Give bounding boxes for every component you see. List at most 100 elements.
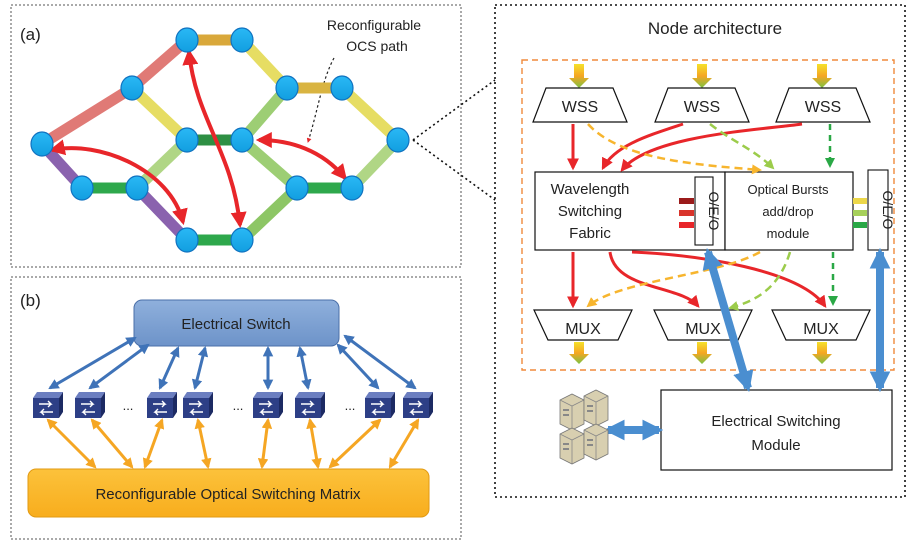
arrow	[601, 122, 684, 171]
link	[126, 82, 193, 146]
network-links	[36, 34, 404, 246]
node	[330, 75, 354, 101]
obm-box	[724, 171, 854, 251]
electrical-switch-label: Electrical Switch	[181, 316, 290, 333]
output-arrow	[692, 342, 712, 364]
network-nodes	[30, 27, 410, 253]
panel-b: (b) Electrical Switch Reconfigurable Opt…	[10, 276, 462, 540]
server-icon	[583, 389, 609, 427]
switch-icon	[147, 392, 177, 418]
downlink-arrow	[90, 418, 134, 469]
wsf-port	[679, 198, 694, 204]
mux-1-label: MUX	[565, 321, 601, 338]
esm-links	[603, 247, 891, 441]
annotation-line2: OCS path	[346, 38, 407, 54]
esm-line2: Module	[751, 437, 800, 454]
panel-a-border	[10, 4, 462, 268]
esm-box	[660, 389, 893, 471]
output-arrow	[812, 342, 832, 364]
input-arrow	[692, 64, 712, 88]
node	[120, 75, 144, 101]
uplink-arrow	[343, 334, 417, 390]
downlink-arrow	[46, 418, 97, 469]
zoom-connector	[412, 79, 496, 201]
obm-line1: Optical Bursts	[748, 182, 829, 197]
node	[230, 127, 254, 153]
node	[275, 75, 299, 101]
arrow	[608, 251, 700, 308]
uplink-arrow	[296, 345, 312, 391]
output-arrows	[569, 342, 832, 364]
switch-uplinks	[48, 334, 417, 391]
wss-2-label: WSS	[684, 99, 720, 116]
panel-a-label: (a)	[20, 25, 41, 44]
wss-2	[654, 87, 750, 123]
switch-icon	[295, 392, 325, 418]
node	[125, 175, 149, 201]
server-icon	[559, 427, 585, 465]
oeo-wsf-label: O/E/O	[706, 192, 722, 231]
ocs-path	[255, 132, 348, 181]
tor-switches	[33, 392, 433, 418]
switch-icon	[183, 392, 213, 418]
ellipsis-1: ...	[123, 398, 134, 413]
zoom-line-top	[412, 79, 496, 141]
switch-icon	[365, 392, 395, 418]
electrical-switch-box	[133, 299, 340, 347]
esm-wsf-link	[702, 248, 754, 392]
server-cluster	[559, 389, 609, 465]
node-boundary	[521, 59, 895, 371]
mux-1	[533, 309, 633, 341]
wss-to-wsf-arrows	[567, 122, 803, 172]
wss-1	[532, 87, 628, 123]
downlink-arrow	[194, 417, 212, 470]
esm-line1: Electrical Switching	[711, 413, 840, 430]
switch-icon	[33, 392, 63, 418]
downlink-arrow	[142, 418, 165, 469]
server-icon	[583, 423, 609, 461]
wsf-port	[679, 222, 694, 228]
wss-blocks	[532, 87, 871, 123]
wss-3-label: WSS	[805, 99, 841, 116]
ellipsis-2: ...	[233, 398, 244, 413]
node	[30, 131, 54, 157]
ocs-paths	[48, 48, 348, 229]
obm-port	[853, 222, 867, 228]
annotation-line1: Reconfigurable	[327, 17, 421, 33]
uplink-arrow	[88, 343, 150, 390]
downlink-arrow	[388, 418, 420, 469]
mux-2-label: MUX	[685, 321, 721, 338]
node-panel-border	[494, 4, 906, 498]
node	[230, 227, 254, 253]
annotation-pointer	[306, 57, 335, 143]
ellipsis-3: ...	[345, 398, 356, 413]
obm-port	[853, 198, 867, 204]
link	[336, 82, 404, 146]
mux-3-label: MUX	[803, 321, 839, 338]
server-icon	[559, 393, 585, 431]
panel-b-border	[10, 276, 462, 540]
node	[340, 175, 364, 201]
obm-line3: module	[767, 226, 810, 241]
arrow	[631, 250, 827, 308]
node-title: Node architecture	[648, 19, 782, 38]
wsf-to-mux-arrows	[567, 250, 827, 309]
zoom-line-bottom	[412, 139, 496, 201]
oeo-wsf-box	[694, 176, 714, 246]
switch-icon	[253, 392, 283, 418]
switch-icon	[75, 392, 105, 418]
obm-port	[853, 210, 867, 216]
wss-3	[775, 87, 871, 123]
optical-matrix-box	[27, 468, 430, 518]
dashed-arrow-lightgreen	[709, 123, 775, 170]
node	[285, 175, 309, 201]
uplink-arrow	[158, 346, 180, 390]
panel-b-label: (b)	[20, 291, 41, 310]
node	[386, 127, 410, 153]
panel-a: (a) Reconfigurable OCS path	[10, 4, 462, 268]
node-architecture-panel: Node architecture WSS WSS WSS Wavelength…	[494, 4, 906, 498]
uplink-arrow	[191, 345, 209, 391]
input-arrows	[569, 64, 832, 88]
wsf-line2: Switching	[558, 203, 622, 220]
